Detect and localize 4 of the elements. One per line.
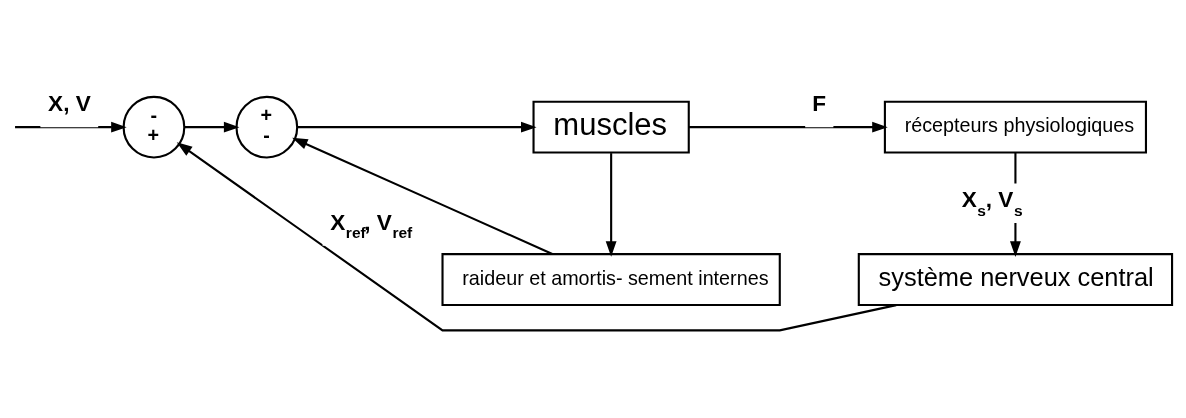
- edge-label: F: [812, 91, 827, 117]
- edge-label: X$_{ref}$, V$_{ref}$: [330, 209, 413, 242]
- edge-label: X, V: [48, 91, 91, 117]
- edge-label: X$_{s}$, V$_{s}$: [961, 187, 1023, 219]
